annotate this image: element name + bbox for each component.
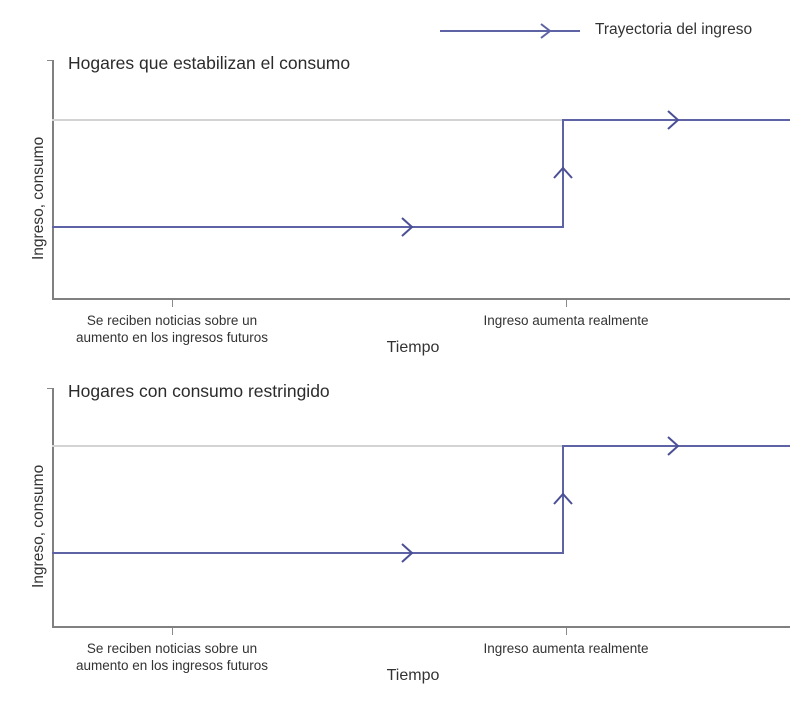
page-title-2: Hogares con consumo restringido — [68, 381, 330, 401]
arrow-up-icon — [552, 162, 574, 184]
arrow-right-icon — [662, 109, 684, 131]
x-axis-line — [52, 298, 790, 300]
x-tick-label-news: Se reciben noticias sobre un aumento en … — [75, 313, 269, 345]
x-tick-1-chart2 — [172, 628, 173, 635]
legend-label: Trayectoria del ingreso — [595, 21, 753, 38]
y-axis-top-tick-2 — [47, 388, 53, 389]
series-segment-jump — [562, 119, 564, 228]
y-axis-label: Ingreso, consumo — [30, 136, 47, 260]
y-axis-label-2: Ingreso, consumo — [30, 464, 47, 588]
series-segment-high-2 — [562, 445, 790, 447]
x-tick-2-chart2 — [566, 628, 567, 635]
y-axis-top-tick — [47, 60, 53, 61]
arrow-right-icon — [396, 542, 418, 564]
arrow-right-icon — [535, 21, 555, 41]
series-segment-low-2 — [52, 552, 564, 554]
chart-panel-households-constrained: Hogares con consumo restringido Ingreso,… — [0, 376, 810, 702]
y-axis-line — [52, 60, 54, 300]
x-tick-label-news-2: Se reciben noticias sobre un aumento en … — [75, 641, 269, 673]
x-axis-label: Tiempo — [386, 339, 440, 356]
legend: Trayectoria del ingreso — [430, 16, 800, 46]
page-title: Hogares que estabilizan el consumo — [68, 53, 351, 73]
arrow-up-icon — [552, 488, 574, 510]
arrow-right-icon — [662, 435, 684, 457]
x-tick-label-income-rise: Ingreso aumenta realmente — [483, 313, 649, 328]
gridline-upper-2 — [52, 445, 790, 447]
x-axis-label-2: Tiempo — [386, 667, 440, 684]
arrow-right-icon — [396, 216, 418, 238]
gridline-upper — [52, 119, 790, 121]
x-axis-line-2 — [52, 626, 790, 628]
x-tick-1 — [172, 300, 173, 307]
series-segment-high — [562, 119, 790, 121]
series-segment-low — [52, 226, 564, 228]
legend-line-swatch — [440, 30, 580, 32]
chart-panel-households-smoothing: Hogares que estabilizan el consumo Ingre… — [0, 48, 810, 378]
y-axis-line-2 — [52, 388, 54, 628]
series-segment-jump-2 — [562, 445, 564, 554]
x-tick-label-income-rise-2: Ingreso aumenta realmente — [483, 641, 649, 656]
x-tick-2 — [566, 300, 567, 307]
